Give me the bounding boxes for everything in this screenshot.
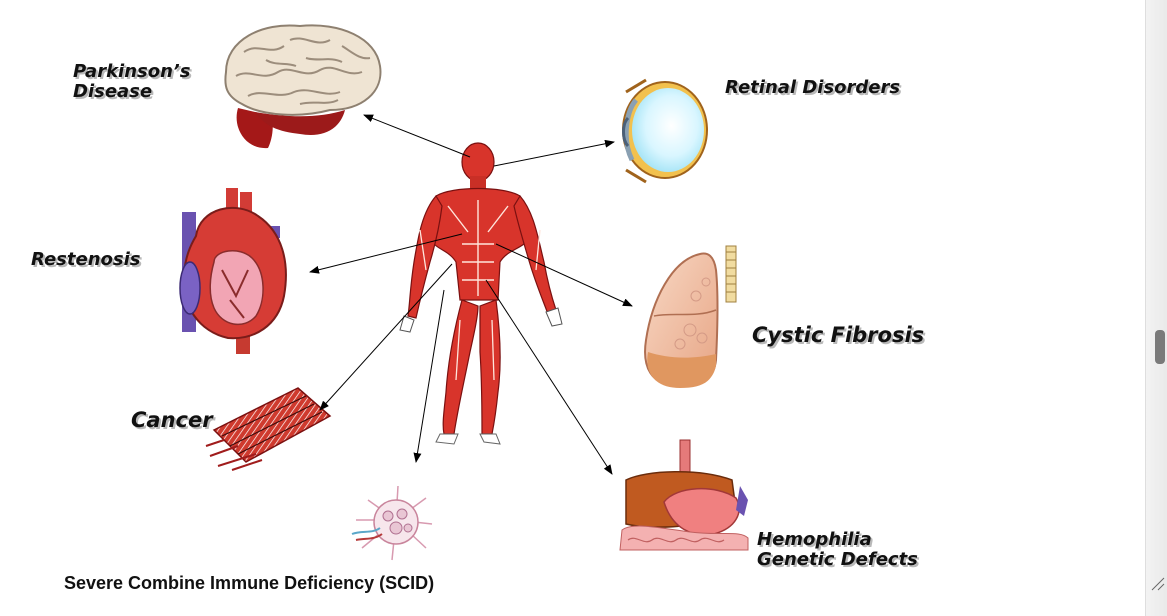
arrow-to-lung (495, 243, 633, 307)
label-restenosis: Restenosis (31, 249, 141, 270)
scrollbar-thumb[interactable] (1155, 330, 1165, 364)
label-hemophilia: Hemophilia (757, 529, 872, 550)
human-body-icon (399, 142, 563, 445)
label-parkinsons-line1: Parkinson’s (73, 61, 191, 82)
digestive-organs-icon (619, 439, 749, 551)
label-parkinsons-line2: Disease (73, 81, 153, 103)
arrow-to-immune-cell (413, 289, 445, 463)
heart-icon (179, 188, 287, 354)
label-retinal-disorders: Retinal Disorders (725, 77, 901, 98)
resize-grip-icon[interactable] (1150, 576, 1166, 592)
label-hemophilia-genetic-defects: Hemophilia Genetic Defects (757, 529, 918, 571)
brain-icon (224, 24, 382, 149)
arrows (309, 114, 633, 475)
vertical-scrollbar[interactable] (1145, 0, 1167, 616)
label-genetic-defects: Genetic Defects (757, 549, 918, 571)
arrow-to-digestive-organs (485, 279, 613, 475)
arrow-to-muscle-tissue (319, 263, 453, 411)
label-parkinsons: Parkinson’s Disease (73, 61, 191, 103)
label-scid: Severe Combine Immune Deficiency (SCID) (64, 573, 435, 593)
arrow-to-brain (363, 114, 471, 158)
immune-cell-icon (351, 485, 433, 561)
muscle-tissue-icon (205, 387, 332, 471)
label-cystic-fibrosis: Cystic Fibrosis (752, 323, 925, 347)
arrow-to-eye (493, 139, 615, 167)
arrow-to-heart (309, 233, 463, 274)
eye-icon (622, 78, 708, 184)
lung-icon (644, 245, 737, 388)
label-cancer: Cancer (131, 408, 213, 432)
